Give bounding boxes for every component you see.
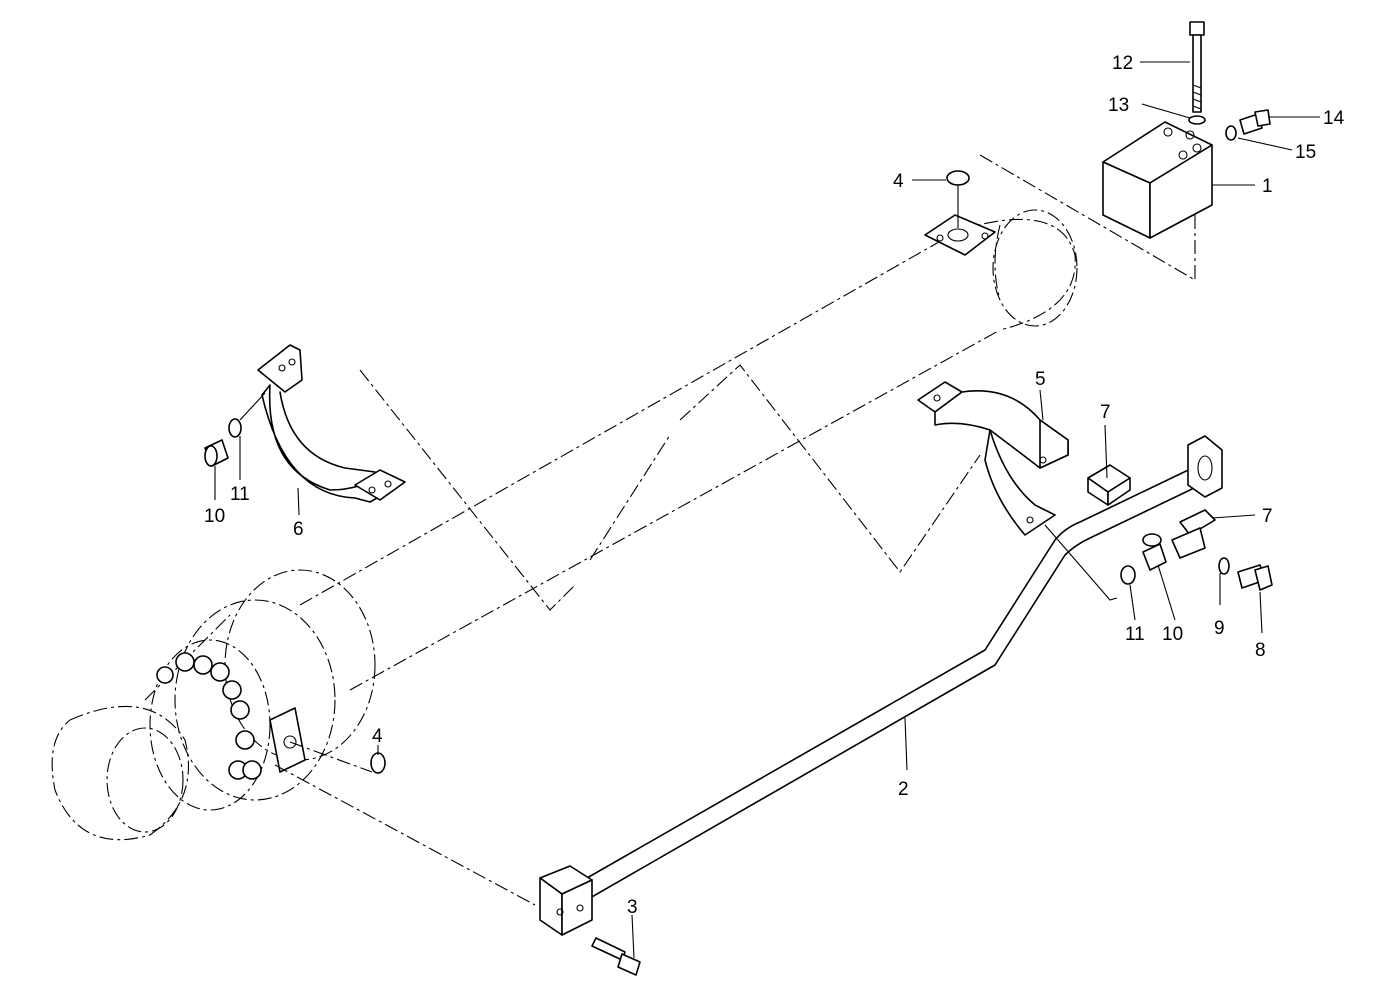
callout-12: 12 — [1112, 53, 1133, 74]
callout-8: 8 — [1255, 640, 1266, 661]
bracket-lower — [1171, 509, 1216, 559]
bolt-left — [204, 418, 242, 467]
bracket-upper — [1087, 464, 1131, 506]
bolt-bottom — [591, 937, 641, 976]
leader-lines — [214, 61, 1320, 959]
callout-numbers: 1 2 3 4 4 5 6 7 7 8 9 10 10 11 11 12 13 … — [204, 53, 1345, 918]
pipe-clamp-right — [917, 381, 1069, 536]
callout-13: 13 — [1108, 95, 1129, 116]
callout-4-bottom: 4 — [372, 726, 383, 747]
valve-block — [1102, 121, 1213, 239]
hydraulic-pipe — [539, 435, 1223, 936]
callout-9: 9 — [1214, 618, 1225, 639]
washer — [1188, 115, 1206, 125]
callout-10-left: 10 — [204, 506, 225, 527]
o-ring-small — [1225, 125, 1237, 141]
callout-14: 14 — [1323, 108, 1345, 129]
plug — [1239, 109, 1271, 135]
callout-15: 15 — [1295, 142, 1316, 163]
callout-6: 6 — [293, 519, 304, 540]
hydraulic-cylinder — [51, 154, 1196, 841]
callout-5: 5 — [1035, 369, 1046, 390]
callout-7-lower: 7 — [1262, 506, 1273, 527]
o-ring-bottom — [370, 752, 386, 774]
o-ring-top — [946, 170, 970, 186]
pipe-clamp-left — [257, 344, 406, 503]
callout-4-top: 4 — [893, 171, 904, 192]
bolt-right — [1120, 533, 1273, 591]
hidden-line-left — [359, 369, 576, 611]
long-bolt — [1189, 21, 1205, 113]
callout-11-right: 11 — [1125, 624, 1145, 645]
callout-7-upper: 7 — [1100, 402, 1111, 423]
hidden-line-mid — [589, 364, 981, 573]
callout-10-right: 10 — [1162, 624, 1183, 645]
callout-2: 2 — [898, 779, 909, 800]
callout-11-left: 11 — [230, 484, 250, 505]
callout-3: 3 — [627, 897, 638, 918]
callout-1: 1 — [1262, 176, 1273, 197]
